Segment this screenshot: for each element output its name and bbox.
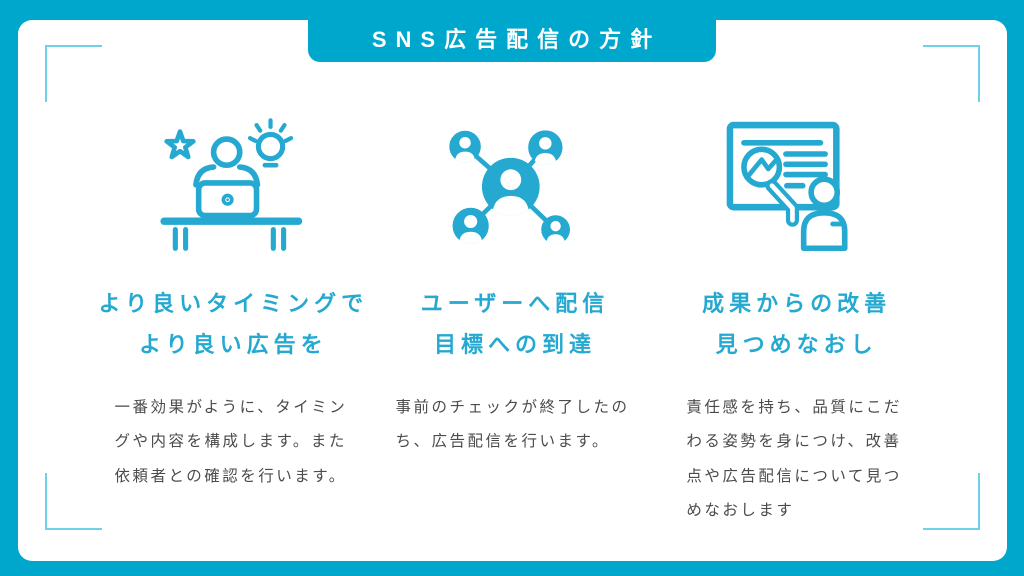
column-user-delivery: ユーザーへ配信 目標への到達 事前のチェックが終了したの ち、広告配信を行います… <box>372 112 654 528</box>
column-improvement: 成果からの改善 見つめなおし 責任感を持ち、品質にこだ わる姿勢を身につけ、改善… <box>653 112 935 528</box>
column-heading: より良いタイミングで より良い広告を <box>90 284 372 365</box>
heading-line: 成果からの改善 <box>702 291 892 316</box>
slide-card: より良いタイミングで より良い広告を 一番効果がように、タイミン グや内容を構成… <box>18 20 1007 561</box>
heading-line: ユーザーへ配信 <box>420 291 610 316</box>
column-heading: ユーザーへ配信 目標への到達 <box>372 284 654 365</box>
corner-bracket-bottom-right <box>923 473 980 530</box>
column-body: 一番効果がように、タイミン グや内容を構成します。また 依頼者との確認を行います… <box>114 399 348 485</box>
heading-line: より良いタイミングで <box>98 291 369 316</box>
corner-bracket-bottom-left <box>45 473 102 530</box>
presentation-chart-icon-svg <box>726 121 848 252</box>
heading-line: より良い広告を <box>139 331 328 357</box>
column-heading: 成果からの改善 見つめなおし <box>653 284 935 365</box>
presentation-chart-icon <box>653 112 935 260</box>
column-better-timing: より良いタイミングで より良い広告を 一番効果がように、タイミン グや内容を構成… <box>90 112 372 528</box>
user-network-icon-svg <box>438 112 587 252</box>
corner-bracket-top-right <box>923 45 980 102</box>
column-body: 事前のチェックが終了したの ち、広告配信を行います。 <box>395 399 630 451</box>
column-body: 責任感を持ち、品質にこだ わる姿勢を身につけ、改善 点や広告配信について見つ め… <box>686 399 903 519</box>
heading-line: 見つめなおし <box>715 331 878 357</box>
heading-line: 目標への到達 <box>434 331 597 357</box>
policy-columns: より良いタイミングで より良い広告を 一番効果がように、タイミン グや内容を構成… <box>90 112 935 528</box>
page-title: SNS広告配信の方針 <box>371 27 662 52</box>
person-laptop-idea-icon <box>90 112 372 260</box>
corner-bracket-top-left <box>45 45 102 102</box>
title-banner: SNS広告配信の方針 <box>308 0 716 62</box>
person-laptop-idea-icon-svg <box>159 118 302 251</box>
user-network-icon <box>372 112 654 260</box>
